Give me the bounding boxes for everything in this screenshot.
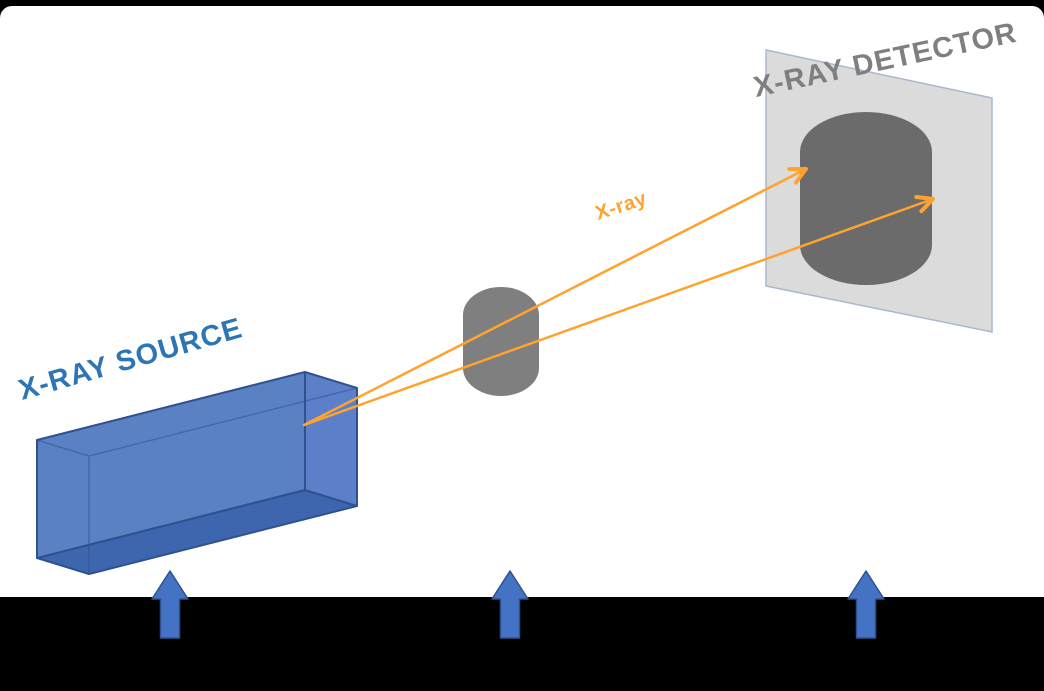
specimen-cylinder (463, 287, 539, 396)
xray-source-box (36, 371, 358, 575)
up-arrow-middle (491, 570, 529, 639)
hidden-edge (36, 439, 90, 457)
floor-band (0, 597, 1044, 691)
xray-beam-lower (302, 195, 935, 427)
up-arrow-left (151, 570, 189, 639)
up-arrow-right (847, 570, 885, 639)
source-box-hidden-edges (36, 387, 358, 574)
detector-projection-shadow (800, 112, 932, 285)
floor-arrows (151, 570, 885, 639)
xray-beams (302, 167, 935, 427)
hidden-edge (88, 387, 358, 457)
xray-beam-upper (302, 167, 808, 427)
source-box-side-face (304, 371, 358, 507)
